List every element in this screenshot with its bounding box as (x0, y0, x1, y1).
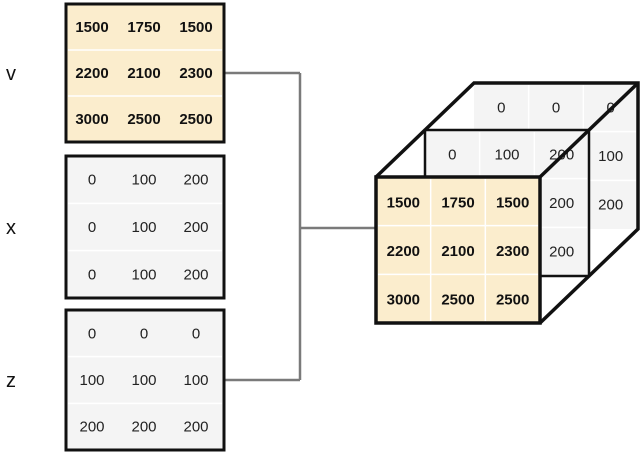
matrix-cell: 0 (88, 266, 96, 283)
matrix-cell: 0 (88, 219, 96, 236)
matrix-cell: 1750 (127, 19, 160, 36)
cube-front-cell: 3000 (387, 292, 420, 309)
matrix-cell: 2300 (179, 65, 212, 82)
matrix-z-border (64, 308, 226, 452)
cube-cell: 0 (552, 99, 560, 116)
matrix-cell: 100 (183, 372, 208, 389)
matrix-cell: 200 (183, 266, 208, 283)
matrix-x-border (64, 154, 226, 300)
data-cube: 0001002000100200200200150017501500220021… (374, 81, 640, 325)
matrix-cell: 3000 (75, 111, 108, 128)
cube-cell: 100 (598, 148, 623, 165)
matrix-cell: 2500 (179, 111, 212, 128)
cube-front-cell: 1500 (387, 194, 420, 211)
cube-edges (374, 81, 640, 325)
cube-edge (538, 81, 640, 179)
matrix-cell: 1500 (75, 19, 108, 36)
matrix-cell: 200 (131, 419, 156, 436)
cube-cell: 200 (549, 244, 574, 261)
cube-front-border (374, 175, 542, 325)
matrix-cell: 1500 (179, 19, 212, 36)
matrix-cell: 200 (183, 219, 208, 236)
matrix-v-background (66, 4, 224, 142)
matrix-labels: v x z (6, 63, 16, 392)
matrix-cell: 0 (88, 172, 96, 189)
matrix-cell: 200 (183, 172, 208, 189)
matrix-cell: 100 (131, 172, 156, 189)
connector-lines (224, 71, 376, 382)
matrix-cell: 100 (131, 219, 156, 236)
cube-cell: 200 (549, 195, 574, 212)
matrix-cell: 0 (88, 325, 96, 342)
matrix-cell: 200 (183, 419, 208, 436)
matrix-cell: 100 (131, 266, 156, 283)
matrix-cell: 2100 (127, 65, 160, 82)
cube-front-layer: 1500 1750 1500 2200 2100 2300 3000 2500 2500 (376, 177, 540, 323)
cube-front-face (376, 177, 540, 323)
matrix-x: 0 100 200 0 100 200 0 100 200 (64, 154, 226, 300)
matrix-cell: 2500 (127, 111, 160, 128)
cube-front-cell: 2200 (387, 243, 420, 260)
matrix-x-background (66, 156, 224, 298)
matrix-column: 1500 1750 1500 2200 2100 2300 3000 2500 2500 0 100… (64, 2, 226, 452)
cube-cell: 0 (497, 99, 505, 116)
matrix-cell: 100 (131, 372, 156, 389)
matrix-z-background (66, 310, 224, 450)
matrix-cell: 0 (140, 325, 148, 342)
matrix-cell: 200 (79, 419, 104, 436)
cube-front-cell: 2500 (441, 292, 474, 309)
matrix-cell: 0 (192, 325, 200, 342)
cube-cell: 0 (448, 146, 456, 163)
cube-front-cell: 1750 (441, 194, 474, 211)
cube-front-cell: 2100 (441, 243, 474, 260)
matrix-cell: 2200 (75, 65, 108, 82)
cube-front-cell: 1500 (496, 194, 529, 211)
cube-cell: 100 (494, 146, 519, 163)
matrix-v: 1500 1750 1500 2200 2100 2300 3000 2500 2500 (64, 2, 226, 144)
matrix-label-x: x (6, 217, 16, 239)
cube-cell: 200 (598, 197, 623, 214)
cube-front-cell: 2500 (496, 292, 529, 309)
matrix-label-z: z (6, 370, 16, 392)
matrix-z: 0 0 0 100 100 100 200 200 200 (64, 308, 226, 452)
matrix-label-v: v (6, 63, 16, 85)
cube-front-cell: 2300 (496, 243, 529, 260)
matrix-cell: 100 (79, 372, 104, 389)
matrix-v-border (64, 2, 226, 144)
